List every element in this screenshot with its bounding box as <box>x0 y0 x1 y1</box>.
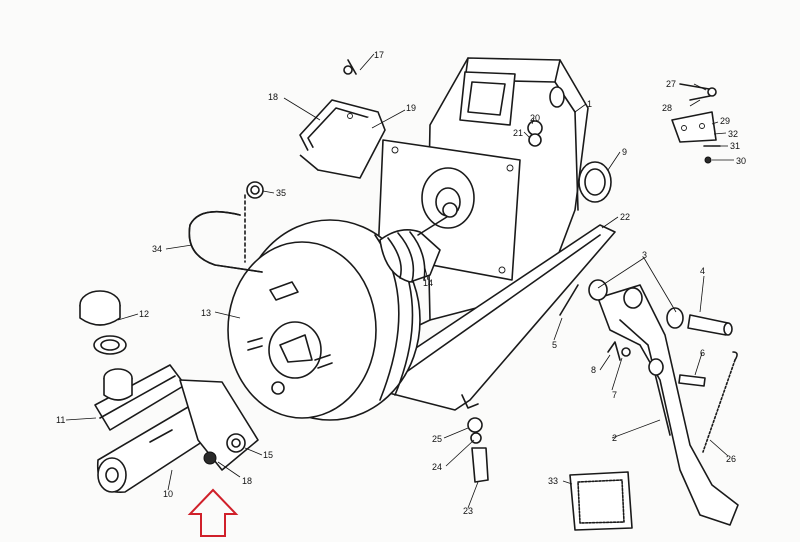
brake-servo <box>227 219 421 421</box>
grommet <box>578 161 612 203</box>
label-14: 14 <box>423 278 433 288</box>
vacuum-hose <box>188 181 264 273</box>
label-4: 4 <box>700 266 705 276</box>
label-13: 13 <box>201 308 211 318</box>
label-11: 11 <box>56 415 65 425</box>
switch-assembly <box>671 83 721 164</box>
label-27: 27 <box>666 79 676 89</box>
label-1: 1 <box>587 99 592 109</box>
label-20: 20 <box>530 113 540 123</box>
label-15: 15 <box>263 450 273 460</box>
cover-plate <box>299 99 386 179</box>
nut-washer <box>527 120 543 147</box>
bolt-23 <box>467 417 489 483</box>
label-32: 32 <box>728 129 738 139</box>
label-28: 28 <box>662 103 672 113</box>
label-7: 7 <box>612 390 617 400</box>
label-24: 24 <box>432 462 442 472</box>
label-9: 9 <box>622 147 627 157</box>
label-12: 12 <box>139 309 149 319</box>
master-cylinder <box>94 364 259 493</box>
label-18-nut: 18 <box>242 476 252 486</box>
label-31: 31 <box>730 141 740 151</box>
label-23: 23 <box>463 506 473 516</box>
reservoir-cap <box>79 290 127 355</box>
pedal-rubber <box>569 471 633 531</box>
red-arrow-icon <box>187 488 239 537</box>
label-8: 8 <box>591 365 596 375</box>
label-29: 29 <box>720 116 730 126</box>
label-33: 33 <box>548 476 558 486</box>
label-25: 25 <box>432 434 442 444</box>
leader-lines <box>65 53 734 509</box>
label-35: 35 <box>276 188 286 198</box>
pedal-assembly <box>588 279 739 526</box>
label-34: 34 <box>152 244 162 254</box>
part-labels: 1 2 3 4 5 6 7 8 9 10 11 12 13 14 15 17 1… <box>56 50 746 516</box>
label-26: 26 <box>726 454 736 464</box>
label-21: 21 <box>513 128 523 138</box>
label-3: 3 <box>642 250 647 260</box>
return-spring <box>702 351 738 453</box>
bolt-17 <box>343 59 357 75</box>
label-5: 5 <box>552 340 557 350</box>
label-2: 2 <box>612 433 617 443</box>
label-6: 6 <box>700 348 705 358</box>
label-19: 19 <box>406 103 416 113</box>
label-17: 17 <box>374 50 384 60</box>
label-10: 10 <box>163 489 173 499</box>
label-22: 22 <box>620 212 630 222</box>
small-parts <box>559 284 631 361</box>
label-30: 30 <box>736 156 746 166</box>
label-18-cover: 18 <box>268 92 278 102</box>
